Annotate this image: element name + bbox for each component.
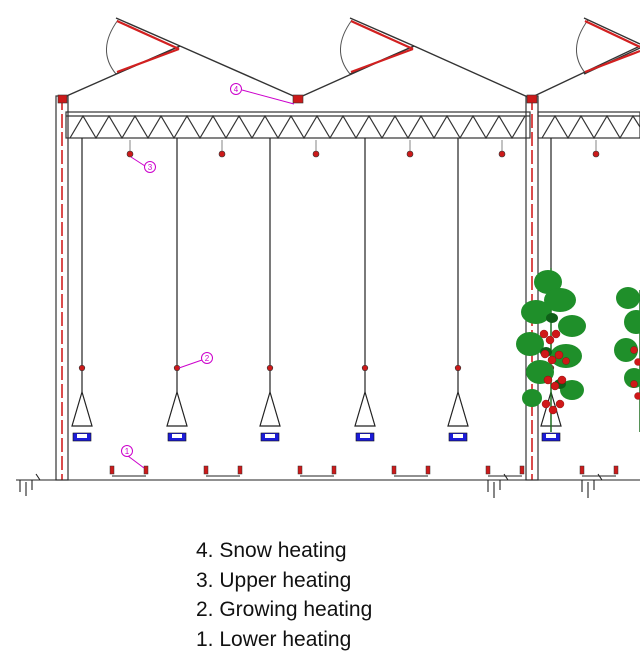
gutter-trays xyxy=(72,432,561,442)
legend-item-upper-heating: 3. Upper heating xyxy=(196,568,352,592)
truss xyxy=(65,111,640,140)
callout-4-number: 4 xyxy=(234,85,239,94)
callout-4: 4 xyxy=(230,83,295,105)
roof-vent-arcs xyxy=(106,19,589,75)
tray-inner xyxy=(77,434,556,438)
legend-item-growing-heating: 2. Growing heating xyxy=(196,598,373,621)
callout-1: 1 xyxy=(121,445,145,469)
callout-2: 2 xyxy=(178,352,213,369)
legend: 4. Snow heating 3. Upper heating 2. Grow… xyxy=(196,536,372,654)
roof xyxy=(61,17,640,99)
callout-2-number: 2 xyxy=(205,354,210,363)
lower-heating-pipes xyxy=(109,465,619,477)
callout-3: 3 xyxy=(130,156,156,173)
legend-item-lower-heating: 1. Lower heating xyxy=(196,627,352,651)
hanging-gutters xyxy=(71,138,562,427)
growing-heating-pipes xyxy=(78,364,555,372)
legend-item-snow-heating: 4. Snow heating xyxy=(196,539,347,562)
roof-red-pipes xyxy=(116,19,640,74)
ground xyxy=(16,473,640,498)
upper-heating-pipes xyxy=(126,140,600,158)
tomato-plants xyxy=(516,268,640,432)
callout-3-number: 3 xyxy=(148,163,153,172)
callout-1-number: 1 xyxy=(125,447,130,456)
snow-heating-pipes xyxy=(57,94,538,104)
